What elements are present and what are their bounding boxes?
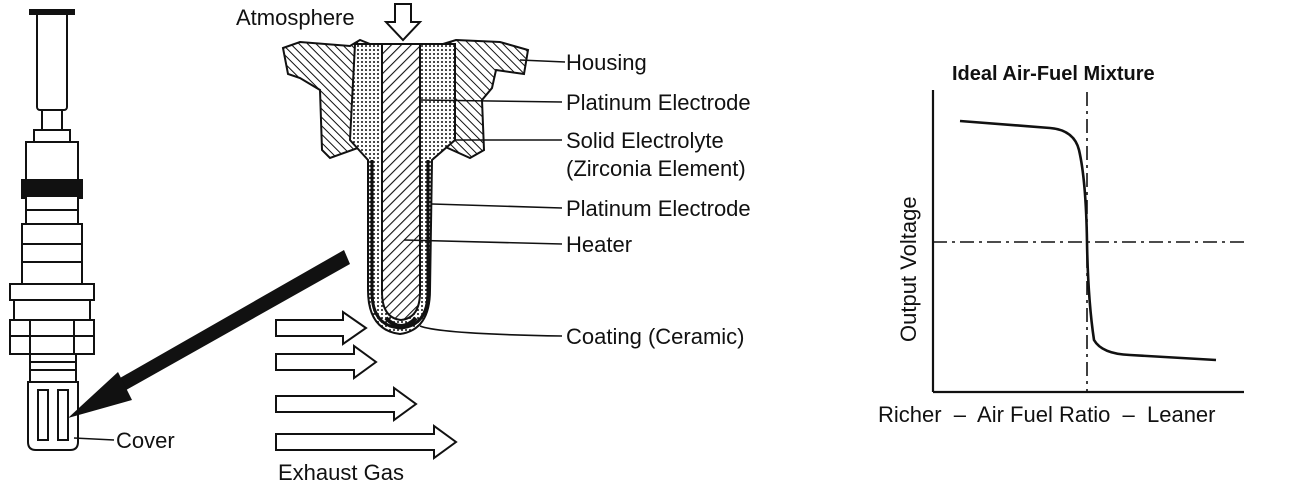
sensor-cross-section — [281, 38, 530, 336]
exhaust-arrow-icon — [275, 386, 418, 422]
graph-title: Ideal Air-Fuel Mixture — [952, 63, 1155, 85]
coating-label: Coating (Ceramic) — [566, 324, 745, 349]
exhaust-arrow-icon — [275, 310, 368, 346]
heater-label: Heater — [566, 232, 632, 257]
housing-label: Housing — [566, 50, 647, 75]
zirconia-element-label: (Zirconia Element) — [566, 156, 746, 181]
heater-core — [381, 43, 421, 322]
exhaust-gas-label: Exhaust Gas — [278, 460, 404, 485]
leader-lines — [73, 59, 566, 441]
voltage-curve — [959, 119, 1217, 362]
platinum-electrode-inner-label: Platinum Electrode — [566, 90, 751, 115]
platinum-electrode-outer-label: Platinum Electrode — [566, 196, 751, 221]
y-axis-label: Output Voltage — [896, 196, 921, 342]
exhaust-gas-arrows — [275, 310, 458, 460]
exhaust-arrow-icon — [275, 424, 458, 460]
exhaust-arrow-icon — [275, 344, 378, 380]
atmosphere-arrow-icon — [383, 3, 423, 42]
solid-electrolyte-label: Solid Electrolyte — [566, 128, 724, 153]
x-axis-label: Richer – Air Fuel Ratio – Leaner — [878, 402, 1216, 427]
sensor-body — [9, 9, 95, 451]
voltage-graph: Ideal Air-Fuel Mixture Output Voltage Ri… — [878, 63, 1244, 427]
detail-pointer-arrow — [68, 250, 350, 418]
cover-label: Cover — [116, 428, 175, 453]
atmosphere-label: Atmosphere — [236, 5, 355, 30]
